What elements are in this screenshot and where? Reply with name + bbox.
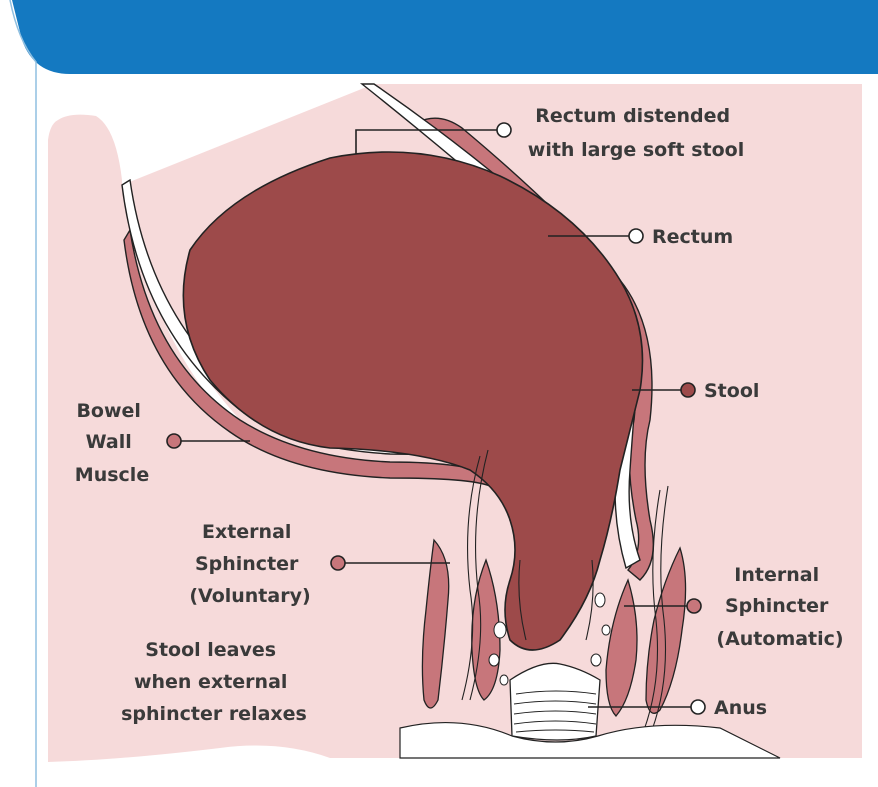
label-bowel-wall-muscle: Bowel Wall Muscle bbox=[75, 400, 149, 486]
label-external-sphincter: External Sphincter (Voluntary) bbox=[189, 521, 310, 607]
header-band bbox=[0, 0, 878, 74]
anus-marker bbox=[691, 700, 705, 714]
anal-canal bbox=[510, 663, 600, 740]
label-rectum: Rectum bbox=[652, 226, 733, 248]
stool-marker bbox=[681, 383, 695, 397]
internal-sphincter-marker bbox=[687, 599, 701, 613]
label-stool-leaves: Stool leaves when external sphincter rel… bbox=[121, 639, 307, 725]
label-internal-sphincter: Internal Sphincter (Automatic) bbox=[716, 564, 843, 650]
label-anus: Anus bbox=[714, 697, 767, 719]
rectum-distended-marker bbox=[497, 123, 511, 137]
bowel-wall-muscle-marker bbox=[167, 434, 181, 448]
external-sphincter-marker bbox=[331, 556, 345, 570]
rectum-marker bbox=[629, 229, 643, 243]
label-stool: Stool bbox=[704, 380, 759, 402]
